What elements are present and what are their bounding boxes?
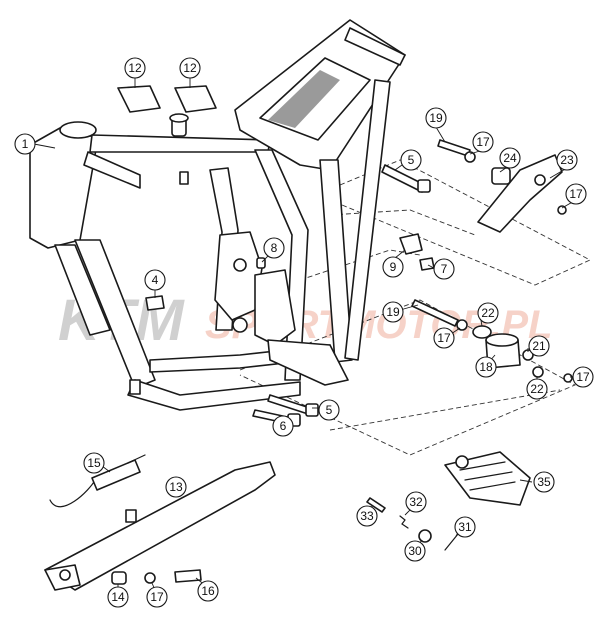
callout-label: 12: [183, 61, 197, 75]
callout-14: 14: [107, 586, 129, 608]
callout-label: 6: [280, 419, 287, 433]
callout-4: 4: [144, 269, 166, 291]
callout-label: 30: [408, 544, 422, 558]
callout-label: 19: [386, 305, 400, 319]
callout-label: 17: [437, 331, 451, 345]
bolt-parts: [252, 164, 431, 427]
callout-12: 12: [179, 57, 201, 79]
callout-33: 33: [356, 505, 378, 527]
callout-label: 9: [390, 260, 397, 274]
callout-label: 21: [532, 339, 546, 353]
stand-hardware: [111, 569, 202, 585]
side-stand-part: [44, 461, 276, 591]
callout-label: 17: [576, 370, 590, 384]
callout-label: 22: [481, 306, 495, 320]
callout-22: 22: [526, 378, 548, 400]
callout-17: 17: [146, 586, 168, 608]
footpeg-bracket-upper: [437, 139, 567, 233]
callouts: 1 12 12 19 17 24 23 17 5 8 9 7 4 19 22 1…: [14, 57, 594, 608]
callout-15: 15: [83, 452, 105, 474]
callout-label: 35: [537, 475, 551, 489]
callout-12: 12: [124, 57, 146, 79]
callout-label: 16: [201, 584, 215, 598]
footpeg-bracket-lower: [411, 299, 573, 383]
callout-label: 5: [326, 403, 333, 417]
callout-18: 18: [475, 356, 497, 378]
callout-17: 17: [565, 183, 587, 205]
callout-17: 17: [472, 131, 494, 153]
callout-label: 12: [128, 61, 142, 75]
callout-label: 7: [441, 262, 448, 276]
callout-label: 31: [458, 520, 472, 534]
callout-label: 1: [22, 137, 29, 151]
bracket-parts: [117, 85, 217, 113]
callout-label: 4: [152, 273, 159, 287]
callout-13: 13: [165, 476, 187, 498]
frame: [29, 19, 406, 411]
footpeg-hardware: [366, 497, 459, 551]
callout-9: 9: [382, 256, 404, 278]
spring-part: [49, 454, 146, 508]
clamp-part: [399, 233, 435, 271]
callout-8: 8: [263, 237, 285, 259]
callout-24: 24: [499, 147, 521, 169]
callout-label: 33: [360, 509, 374, 523]
callout-17: 17: [572, 366, 594, 388]
callout-21: 21: [528, 335, 550, 357]
callout-31: 31: [454, 516, 476, 538]
callout-label: 24: [503, 151, 517, 165]
callout-19: 19: [425, 107, 447, 129]
callout-label: 22: [530, 382, 544, 396]
callout-7: 7: [433, 258, 455, 280]
callout-label: 13: [169, 480, 183, 494]
callout-label: 14: [111, 590, 125, 604]
callout-label: 17: [476, 135, 490, 149]
callout-1: 1: [14, 133, 36, 155]
callout-30: 30: [404, 540, 426, 562]
callout-23: 23: [556, 149, 578, 171]
callout-label: 15: [87, 456, 101, 470]
callout-5: 5: [318, 399, 340, 421]
callout-16: 16: [197, 580, 219, 602]
callout-17: 17: [433, 327, 455, 349]
callout-32: 32: [405, 491, 427, 513]
callout-label: 17: [569, 187, 583, 201]
callout-22: 22: [477, 302, 499, 324]
callout-label: 18: [479, 360, 493, 374]
callout-label: 5: [408, 153, 415, 167]
callout-label: 23: [560, 153, 574, 167]
callout-35: 35: [533, 471, 555, 493]
callout-label: 19: [429, 111, 443, 125]
callout-6: 6: [272, 415, 294, 437]
callout-5: 5: [400, 149, 422, 171]
callout-label: 17: [150, 590, 164, 604]
callout-19: 19: [382, 301, 404, 323]
callout-label: 32: [409, 495, 423, 509]
bushing-part: [256, 257, 266, 269]
nut-part: [145, 295, 165, 311]
footpeg-part: [444, 451, 531, 506]
callout-label: 8: [271, 241, 278, 255]
